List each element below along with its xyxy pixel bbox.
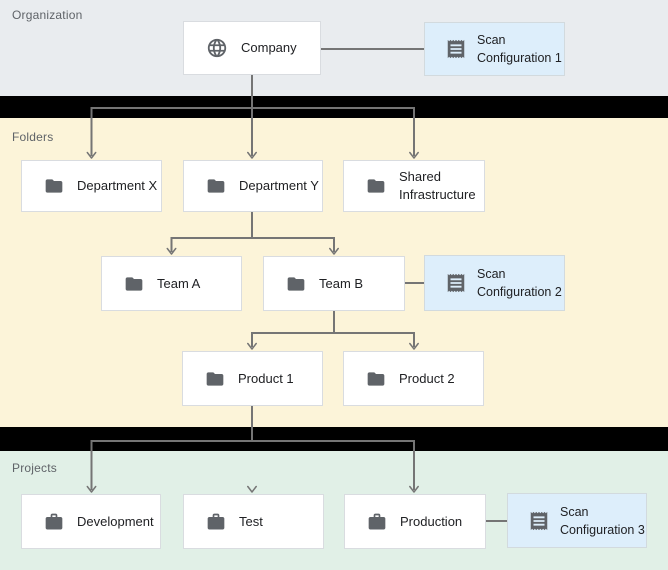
node-product-2-label: Product 2 bbox=[399, 370, 455, 386]
folder-icon bbox=[366, 176, 386, 196]
node-team-a: Team A bbox=[101, 256, 242, 311]
folder-icon bbox=[366, 369, 386, 389]
receipt-icon bbox=[528, 510, 550, 532]
node-team-b: Team B bbox=[263, 256, 405, 311]
folder-icon bbox=[44, 176, 64, 196]
projects-section-label: Projects bbox=[12, 461, 57, 475]
node-test-label: Test bbox=[239, 513, 263, 529]
globe-icon bbox=[206, 37, 228, 59]
node-production-label: Production bbox=[400, 513, 463, 529]
receipt-icon bbox=[445, 38, 467, 60]
node-company-label: Company bbox=[241, 40, 297, 55]
node-scan-configuration-2: Scan Configuration 2 bbox=[424, 255, 565, 311]
divider-bar-bottom bbox=[0, 427, 668, 451]
briefcase-icon bbox=[206, 512, 226, 532]
folder-icon bbox=[206, 176, 226, 196]
receipt-icon bbox=[445, 272, 467, 294]
node-team-b-label: Team B bbox=[319, 275, 364, 291]
node-product-1-label: Product 1 bbox=[238, 370, 294, 386]
folders-section-label: Folders bbox=[12, 130, 54, 144]
briefcase-icon bbox=[367, 512, 387, 532]
node-scan-configuration-3-label: Scan Configuration 3 bbox=[560, 504, 645, 537]
node-department-x-label: Department X bbox=[77, 178, 158, 193]
node-development: Development bbox=[21, 494, 161, 549]
node-shared-infrastructure-label: Shared Infrastructure bbox=[399, 169, 476, 202]
folder-icon bbox=[124, 274, 144, 294]
folder-icon bbox=[286, 274, 306, 294]
folder-icon bbox=[205, 369, 225, 389]
node-scan-configuration-3: Scan Configuration 3 bbox=[507, 493, 647, 548]
node-scan-configuration-1: Scan Configuration 1 bbox=[424, 22, 565, 76]
briefcase-icon bbox=[44, 512, 64, 532]
organization-section-label: Organization bbox=[12, 8, 83, 22]
node-product-1: Product 1 bbox=[182, 351, 323, 406]
node-production: Production bbox=[344, 494, 486, 549]
node-shared-infrastructure: Shared Infrastructure bbox=[343, 160, 485, 212]
node-scan-configuration-2-label: Scan Configuration 2 bbox=[477, 267, 562, 299]
node-scan-configuration-1-label: Scan Configuration 1 bbox=[477, 33, 562, 65]
node-development-label: Development bbox=[77, 513, 154, 529]
node-department-x: Department X bbox=[21, 160, 162, 212]
node-team-a-label: Team A bbox=[157, 275, 201, 291]
node-department-y-label: Department Y bbox=[239, 178, 319, 193]
node-department-y: Department Y bbox=[183, 160, 323, 212]
node-product-2: Product 2 bbox=[343, 351, 484, 406]
node-test: Test bbox=[183, 494, 324, 549]
node-company: Company bbox=[183, 21, 321, 75]
